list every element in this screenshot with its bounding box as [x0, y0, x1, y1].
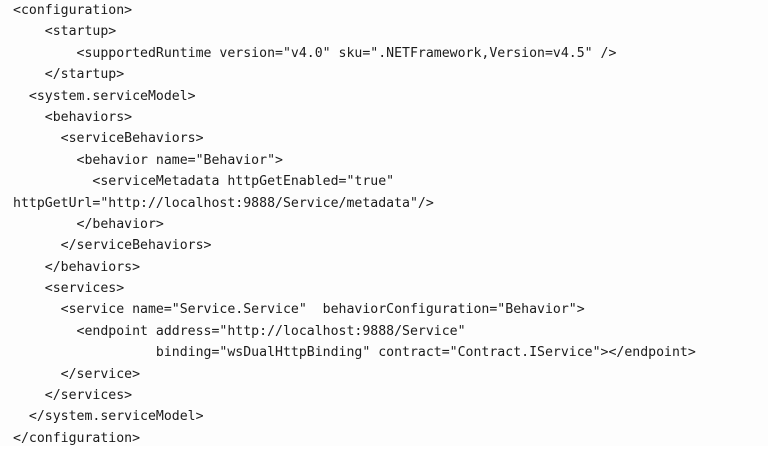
code-line: <service name="Service.Service" behavior…	[13, 302, 585, 318]
code-line: <supportedRuntime version="v4.0" sku=".N…	[13, 45, 617, 61]
code-line: <serviceMetadata httpGetEnabled="true"	[13, 174, 395, 190]
code-line: httpGetUrl="http://localhost:9888/Servic…	[13, 195, 434, 211]
code-line: </system.serviceModel>	[13, 409, 204, 425]
code-line: binding="wsDualHttpBinding" contract="Co…	[13, 345, 696, 361]
code-line: <configuration>	[13, 3, 133, 18]
code-line: <behavior name="Behavior">	[13, 152, 283, 168]
code-line: <services>	[13, 281, 125, 297]
code-line: </configuration>	[13, 430, 141, 446]
code-block[interactable]: <configuration> <startup> <supportedRunt…	[13, 0, 768, 449]
code-line: </service>	[13, 366, 141, 382]
code-line: <endpoint address="http://localhost:9888…	[13, 323, 466, 339]
code-line: <serviceBehaviors>	[13, 131, 204, 147]
code-line: </behavior>	[13, 216, 164, 232]
code-line: </behaviors>	[13, 259, 141, 275]
code-line: <startup>	[13, 24, 117, 40]
code-line: <behaviors>	[13, 109, 133, 125]
code-line: </startup>	[13, 67, 125, 83]
code-line: <system.serviceModel>	[13, 88, 196, 104]
code-line: </serviceBehaviors>	[13, 238, 212, 254]
code-line: </services>	[13, 388, 133, 404]
